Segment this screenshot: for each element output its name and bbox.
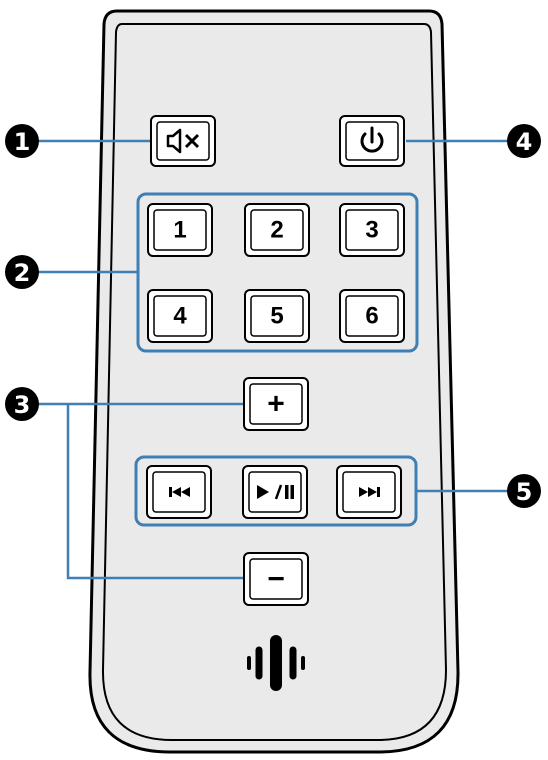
mute-icon bbox=[166, 128, 200, 154]
number-button-3[interactable]: 3 bbox=[339, 203, 405, 257]
number-button-5[interactable]: 5 bbox=[244, 289, 310, 343]
power-icon bbox=[360, 126, 384, 153]
svg-text:5: 5 bbox=[516, 478, 533, 506]
callout-1: 1 bbox=[5, 124, 39, 158]
volume-down-button[interactable]: − bbox=[243, 552, 309, 606]
remote-body-inner-edge bbox=[101, 23, 448, 741]
svg-text:4: 4 bbox=[516, 128, 533, 156]
svg-text:2: 2 bbox=[14, 259, 31, 287]
volume-up-label: + bbox=[267, 388, 285, 421]
number-button-label: 4 bbox=[173, 303, 187, 330]
leader-line-3-down bbox=[66, 404, 244, 580]
number-button-6[interactable]: 6 bbox=[339, 289, 405, 343]
callout-3: 3 bbox=[5, 387, 39, 421]
svg-text:3: 3 bbox=[14, 391, 31, 419]
play-pause-button[interactable] bbox=[242, 465, 308, 519]
number-buttons-group bbox=[136, 192, 419, 353]
playback-buttons-group bbox=[134, 455, 418, 527]
callout-4: 4 bbox=[507, 124, 541, 158]
number-button-2[interactable]: 2 bbox=[244, 203, 310, 257]
number-button-label: 5 bbox=[270, 303, 283, 330]
svg-text:1: 1 bbox=[14, 128, 31, 156]
number-button-label: 2 bbox=[270, 217, 283, 244]
skip-back-icon bbox=[169, 487, 190, 497]
number-button-label: 3 bbox=[365, 217, 378, 244]
power-button[interactable] bbox=[339, 115, 405, 167]
previous-track-button[interactable] bbox=[146, 465, 212, 519]
number-button-label: 1 bbox=[173, 217, 186, 244]
volume-up-button[interactable]: + bbox=[243, 377, 309, 431]
sound-wave-logo-icon bbox=[247, 635, 305, 691]
skip-forward-icon bbox=[359, 487, 380, 497]
callout-5: 5 bbox=[507, 474, 541, 508]
number-button-4[interactable]: 4 bbox=[147, 289, 213, 343]
mute-button[interactable] bbox=[150, 115, 216, 167]
callout-2: 2 bbox=[5, 255, 39, 289]
play-pause-icon bbox=[257, 484, 294, 500]
volume-down-label: − bbox=[267, 563, 285, 596]
number-button-label: 6 bbox=[365, 303, 378, 330]
number-button-1[interactable]: 1 bbox=[147, 203, 213, 257]
next-track-button[interactable] bbox=[336, 465, 402, 519]
